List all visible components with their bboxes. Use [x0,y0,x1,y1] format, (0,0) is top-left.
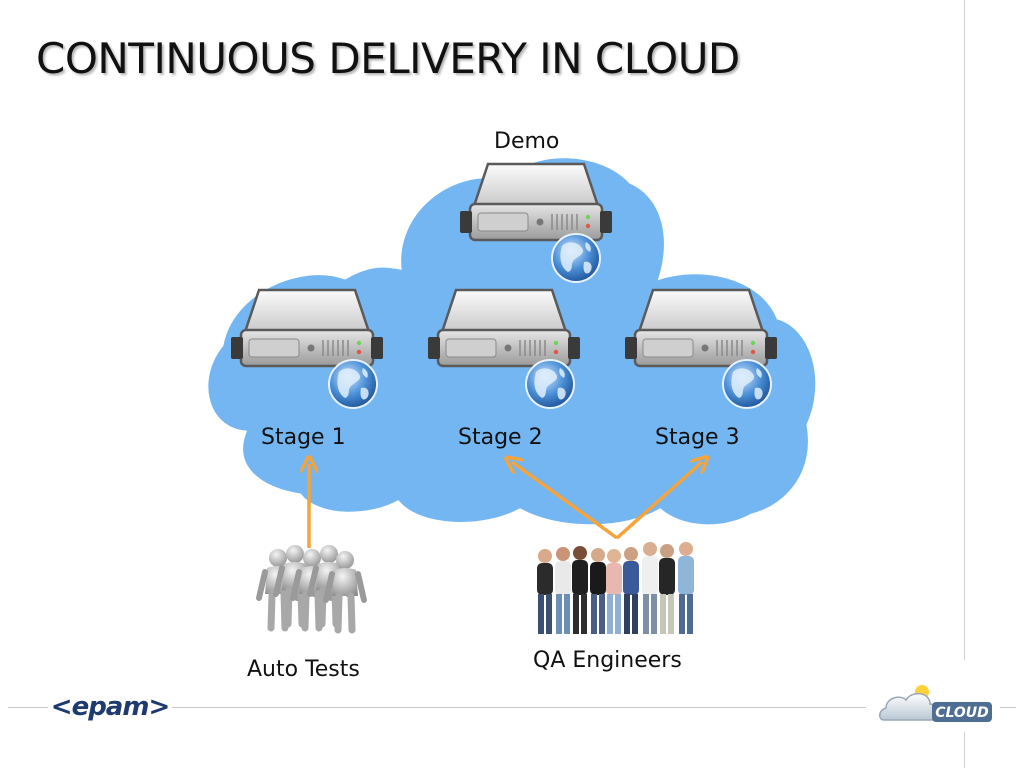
slide-title: CONTINUOUS DELIVERY IN CLOUD [36,34,740,83]
node-label-stage-3: Stage 3 [655,425,740,450]
right-vertical-rule [964,0,965,768]
actor-label-qa-engineers: QA Engineers [533,648,682,673]
node-label-stage-2: Stage 2 [458,425,543,450]
globe-icon [551,233,601,283]
cloud-logo: CLOUD [879,685,992,722]
arrow-qa-to-stage2 [512,462,619,540]
globe-icon [328,359,378,409]
cloud-logo-text: CLOUD [935,705,989,721]
footer-divider-middle [172,707,866,708]
footer-divider-left [8,707,48,708]
people-group-icon [537,542,694,634]
robot-group-icon [259,545,364,630]
actor-label-auto-tests: Auto Tests [247,657,360,682]
arrow-qa-to-stage3 [615,462,702,540]
node-label-stage-1: Stage 1 [261,425,346,450]
globe-icon [525,359,575,409]
globe-icon [722,359,772,409]
epam-logo: <epam> [50,690,170,724]
footer-divider-right [1000,707,1016,708]
node-label-demo: Demo [494,129,560,154]
